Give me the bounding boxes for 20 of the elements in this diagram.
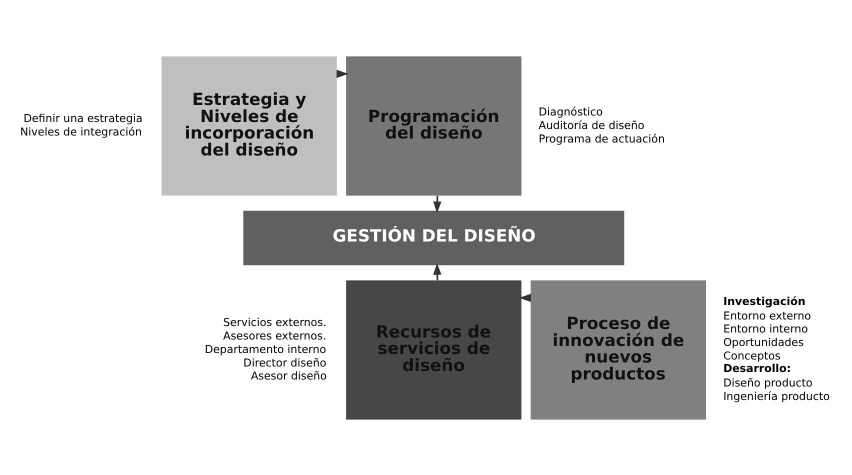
node-label: Investigación (723, 294, 806, 308)
node-label: Ingeniería producto (723, 389, 830, 402)
node-label: Asesores externos. (223, 328, 326, 342)
node-box: GESTIÓN DEL DISEÑO (243, 210, 624, 265)
node-label: Definir una estrategia (23, 112, 143, 125)
node-label: Departamento interno (204, 342, 326, 356)
node-label: Asesor diseño (250, 369, 327, 382)
node-label: Entorno interno (723, 322, 808, 336)
node-label: Conceptos (723, 349, 781, 362)
node-label: Desarrollo: (723, 362, 792, 375)
node-label: Programa de actuación (538, 132, 665, 145)
node-label: Servicios externos. (223, 316, 326, 329)
node-box: Programación del diseño (346, 56, 522, 196)
node-label: Niveles de integración (20, 125, 142, 138)
node-label: Diseño producto (723, 376, 813, 389)
node-label: Director diseño (243, 356, 326, 369)
node-label: Oportunidades (723, 336, 804, 349)
node-label: Diagnóstico (538, 104, 603, 118)
node-label: Auditoría de diseño (538, 118, 644, 132)
node-label: Entorno externo (723, 308, 812, 322)
